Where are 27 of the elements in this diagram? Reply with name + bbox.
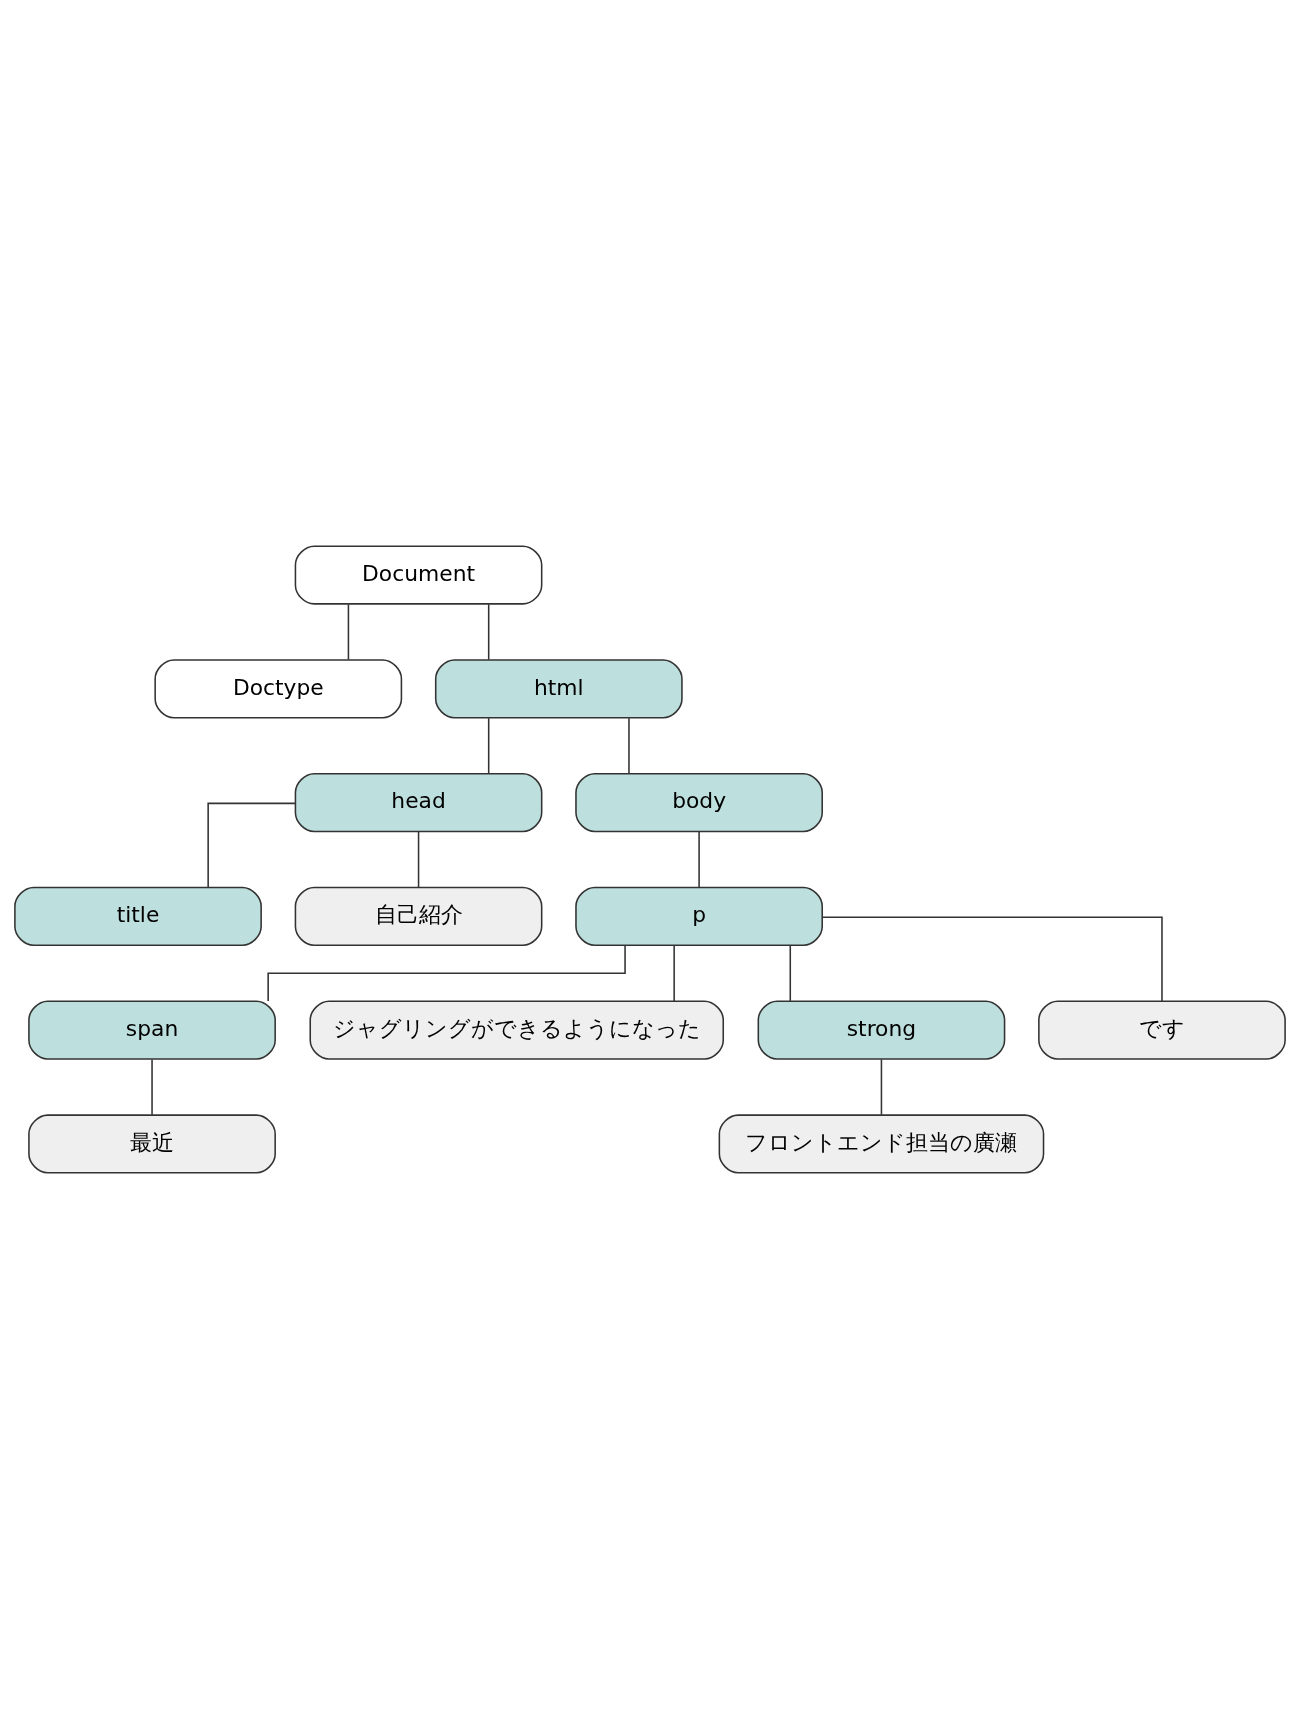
node-box: html bbox=[434, 659, 683, 719]
node-box: ジャグリングができるようになった bbox=[309, 1000, 725, 1060]
node-box: Doctype bbox=[154, 659, 403, 719]
node-box: 最近 bbox=[28, 1114, 276, 1174]
node-box: フロントエンド担当の廣瀬 bbox=[718, 1114, 1045, 1174]
connector bbox=[207, 802, 296, 889]
connector bbox=[628, 717, 630, 775]
node-box: title bbox=[14, 886, 262, 946]
connector bbox=[698, 831, 700, 888]
connector bbox=[789, 944, 792, 1002]
node-box: span bbox=[28, 1000, 276, 1060]
node-box: です bbox=[1038, 1000, 1286, 1060]
node-box: strong bbox=[757, 1000, 1006, 1060]
node-box: p bbox=[575, 886, 823, 946]
connector bbox=[821, 916, 1163, 1002]
connector bbox=[880, 1058, 883, 1116]
connector bbox=[347, 603, 350, 661]
connector bbox=[267, 944, 626, 1002]
connector bbox=[673, 944, 675, 1002]
connector bbox=[151, 1058, 153, 1116]
connector bbox=[487, 717, 490, 775]
node-box: head bbox=[294, 773, 543, 833]
connector bbox=[487, 603, 490, 661]
connector bbox=[417, 831, 420, 888]
node-box: 自己紹介 bbox=[294, 886, 543, 946]
node-box: Document bbox=[294, 545, 543, 605]
node-box: body bbox=[575, 773, 823, 833]
